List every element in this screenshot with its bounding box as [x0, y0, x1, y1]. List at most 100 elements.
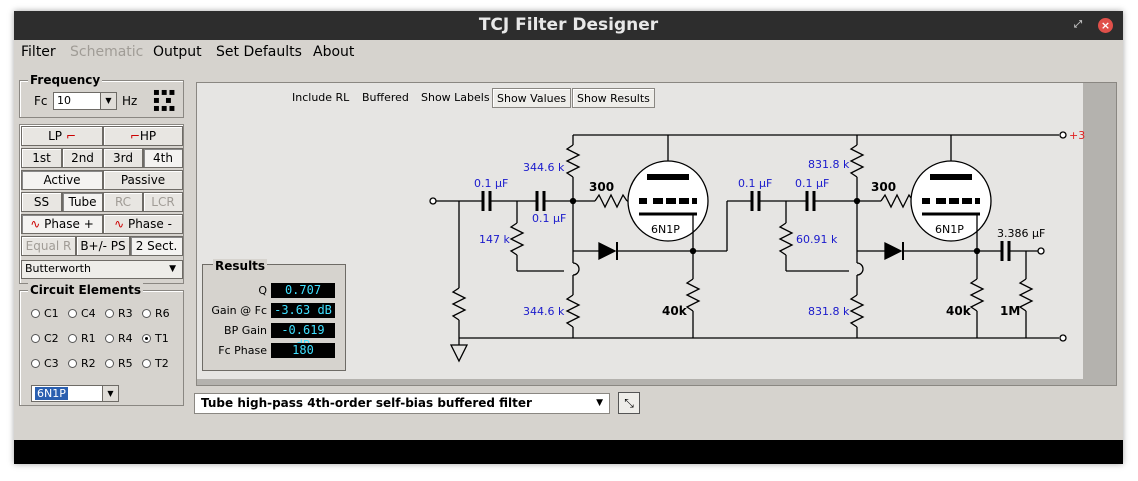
menu-set-defaults[interactable]: Set Defaults — [216, 44, 302, 60]
label-c3: 0.1 µF — [738, 177, 772, 190]
results-title: Results — [213, 259, 268, 273]
label-r-series1: 300 — [589, 180, 614, 194]
passive-button[interactable]: Passive — [103, 170, 183, 190]
radio-r5[interactable]: R5 — [105, 357, 142, 370]
tube-button[interactable]: Tube — [62, 192, 103, 212]
fc-label: Fc — [34, 94, 48, 108]
label-supply: +3 — [1069, 129, 1085, 142]
label-tube2: 6N1P — [935, 223, 964, 236]
close-icon[interactable]: × — [1098, 18, 1113, 33]
label-c1: 0.1 µF — [474, 177, 508, 190]
show-values-toggle[interactable]: Show Values — [492, 88, 572, 108]
ss-button[interactable]: SS — [21, 192, 62, 212]
order-4th-button[interactable]: 4th — [143, 148, 183, 168]
label-c4: 0.1 µF — [795, 177, 829, 190]
radio-r1[interactable]: R1 — [68, 332, 105, 345]
schematic-diagram: 0.1 µF 0.1 µF 344.6 k 147 k 344.6 k 0.1 … — [429, 129, 1085, 363]
fc-value: 10 — [57, 94, 71, 107]
filter-description-select[interactable]: Tube high-pass 4th-order self-bias buffe… — [194, 393, 610, 414]
grid-dots-icon[interactable]: ▪▪▪▪ ▪▪▪▪ — [153, 87, 177, 114]
bp-gain-label: BP Gain — [224, 324, 267, 337]
bp-gain-value: -0.619 dB — [271, 323, 335, 352]
chevron-down-icon[interactable]: ▼ — [102, 386, 118, 401]
bpm-ps-button[interactable]: B+/- PS — [76, 236, 130, 256]
chevron-down-icon[interactable]: ▼ — [100, 93, 116, 109]
show-labels-toggle[interactable]: Show Labels — [421, 91, 490, 104]
response-value: Butterworth — [25, 262, 91, 275]
rc-button[interactable]: RC — [103, 192, 143, 212]
lp-button[interactable]: LP ⌐ — [21, 126, 103, 146]
radio-c1[interactable]: C1 — [31, 307, 68, 320]
label-r-out: 1M — [1000, 304, 1020, 318]
fc-unit: Hz — [122, 94, 138, 108]
equal-r-button[interactable]: Equal R — [21, 236, 76, 256]
phase-minus-icon: ∿ — [114, 217, 125, 231]
tube-type-select[interactable]: 6N1P ▼ — [31, 385, 119, 402]
label-load2: 40k — [946, 304, 972, 318]
label-r-series2: 300 — [871, 180, 896, 194]
hp-button[interactable]: ⌐HP — [103, 126, 183, 146]
results-panel: Results Q 0.707 Gain @ Fc -3.63 dB BP Ga… — [202, 259, 346, 371]
fc-select[interactable]: 10 ▼ — [53, 92, 117, 110]
radio-c4[interactable]: C4 — [68, 307, 105, 320]
q-label: Q — [258, 284, 267, 297]
phase-plus-button[interactable]: ∿ Phase + — [21, 214, 103, 234]
active-button[interactable]: Active — [21, 170, 103, 190]
order-1st-button[interactable]: 1st — [21, 148, 62, 168]
phase-plus-icon: ∿ — [30, 217, 41, 231]
radio-r3[interactable]: R3 — [105, 307, 142, 320]
label-load1: 40k — [662, 304, 688, 318]
label-r-top2: 831.8 k — [808, 158, 850, 171]
label-r-bot1: 344.6 k — [523, 305, 565, 318]
tube-type-value: 6N1P — [35, 387, 68, 400]
radio-r2[interactable]: R2 — [68, 357, 105, 370]
label-r-shunt2: 60.91 k — [796, 233, 838, 246]
highpass-icon: ⌐ — [129, 129, 140, 143]
show-results-toggle[interactable]: Show Results — [572, 88, 655, 108]
gain-fc-label: Gain @ Fc — [211, 304, 267, 317]
fc-phase-label: Fc Phase — [218, 344, 267, 357]
menu-filter[interactable]: Filter — [21, 44, 56, 60]
menu-about[interactable]: About — [313, 44, 355, 60]
chevron-down-icon[interactable]: ▼ — [596, 398, 603, 408]
include-rl-toggle[interactable]: Include RL — [292, 91, 350, 104]
radio-t1[interactable]: T1 — [142, 332, 179, 345]
label-tube1: 6N1P — [651, 223, 680, 236]
two-sect-button[interactable]: 2 Sect. — [130, 236, 183, 256]
label-c-out: 3.386 µF — [997, 227, 1045, 240]
restore-icon[interactable]: ⤢ — [1074, 19, 1082, 30]
frequency-group: Frequency Fc 10 ▼ Hz ▪▪▪▪ ▪▪▪▪ — [19, 73, 184, 118]
filter-type-group: LP ⌐ ⌐HP 1st 2nd 3rd 4th Active Passive … — [19, 124, 184, 284]
q-value: 0.707 — [271, 283, 335, 298]
menu-bar: Filter Schematic Output Set Defaults Abo… — [14, 40, 1123, 64]
status-bar — [14, 440, 1123, 464]
menu-schematic[interactable]: Schematic — [70, 44, 144, 60]
title-bar: TCJ Filter Designer ⤢ × — [14, 11, 1123, 40]
radio-c3[interactable]: C3 — [31, 357, 68, 370]
radio-r4[interactable]: R4 — [105, 332, 142, 345]
label-r-bot2: 831.8 k — [808, 305, 850, 318]
lcr-button[interactable]: LCR — [143, 192, 183, 212]
radio-r6[interactable]: R6 — [142, 307, 179, 320]
menu-output[interactable]: Output — [153, 44, 202, 60]
label-c2: 0.1 µF — [532, 212, 566, 225]
buffered-toggle[interactable]: Buffered — [362, 91, 409, 104]
response-select[interactable]: Butterworth ▼ — [21, 260, 183, 279]
fc-phase-value: 180 — [271, 343, 335, 358]
order-3rd-button[interactable]: 3rd — [103, 148, 143, 168]
chevron-down-icon[interactable]: ▼ — [169, 264, 176, 274]
phase-minus-button[interactable]: ∿ Phase - — [103, 214, 183, 234]
label-r-shunt1: 147 k — [479, 233, 510, 246]
frequency-group-label: Frequency — [28, 73, 103, 87]
gain-fc-value: -3.63 dB — [271, 303, 335, 318]
lowpass-icon: ⌐ — [65, 129, 76, 143]
resize-arrows-icon[interactable]: ⤡ — [618, 392, 640, 414]
radio-t2[interactable]: T2 — [142, 357, 179, 370]
radio-c2[interactable]: C2 — [31, 332, 68, 345]
schematic-panel: Include RL Buffered Show Labels Show Val… — [196, 82, 1117, 386]
order-2nd-button[interactable]: 2nd — [62, 148, 103, 168]
